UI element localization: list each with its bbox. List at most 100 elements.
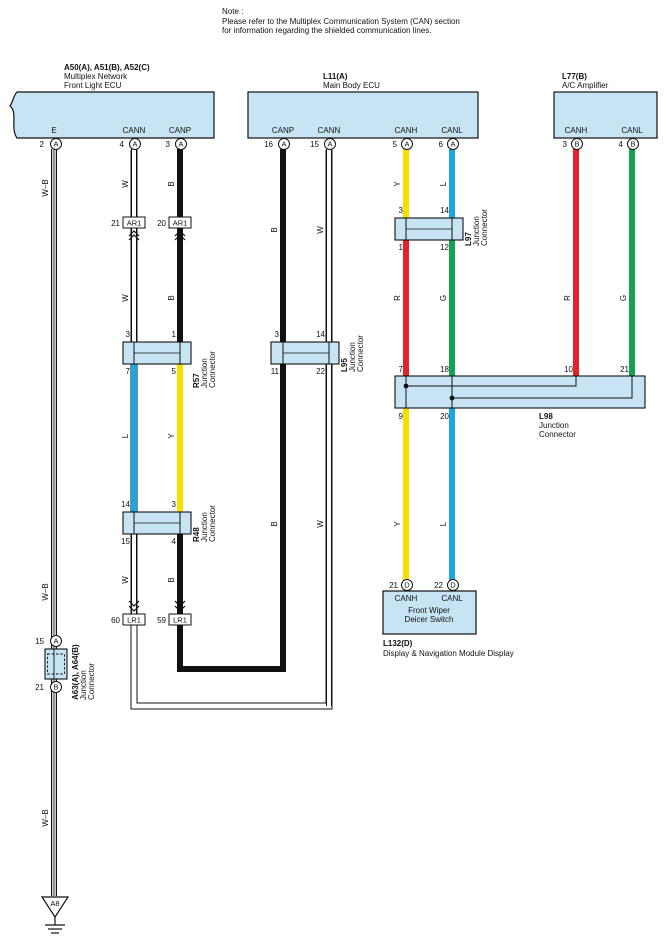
- pin-number: 59: [157, 616, 166, 625]
- junction-code-r48: R48: [192, 527, 201, 542]
- wire-code-l: L: [439, 181, 448, 186]
- wire-code-g: G: [439, 295, 448, 301]
- display-code: L132(D): [383, 639, 413, 648]
- pin-number: 3: [166, 140, 171, 149]
- junction-r48: 14 3 15 4 R48 Junction Connector: [121, 500, 217, 546]
- junction-code-l97: L97: [464, 232, 473, 246]
- junction-label-2: Connector: [480, 209, 489, 246]
- wire-code-wb: W–B: [41, 179, 50, 196]
- front-light-ecu-code: A50(A), A51(B), A52(C): [64, 63, 150, 72]
- pin-letter: A: [450, 140, 455, 149]
- pin-letter: A: [178, 140, 183, 149]
- pin-number: 20: [157, 219, 166, 228]
- junction-label-1: Junction: [200, 358, 209, 388]
- pin-letter: A: [281, 140, 286, 149]
- wire-code-w: W: [316, 520, 325, 528]
- pin-number: 5: [393, 140, 398, 149]
- connector-label-ar1: AR1: [127, 219, 142, 228]
- pin-number: 3: [399, 206, 404, 215]
- note-title: Note :: [222, 7, 243, 16]
- pin-number: 3: [563, 140, 568, 149]
- pin-number: 15: [35, 637, 44, 646]
- pin-letter: A: [132, 140, 137, 149]
- pin-name-canh-wiper: CANH: [395, 594, 418, 603]
- pin-number: 1: [172, 330, 177, 339]
- pin-letter: B: [53, 683, 58, 692]
- junction-code-l98: L98: [539, 412, 553, 421]
- pin-name-canl-main: CANL: [441, 126, 463, 135]
- junction-label-2: Connector: [539, 430, 576, 439]
- wire-code-g: G: [619, 295, 628, 301]
- pin-letter: A: [53, 637, 58, 646]
- wire-code-l: L: [439, 521, 448, 526]
- junction-label-2: Connector: [208, 351, 217, 388]
- pin-number: 2: [40, 140, 45, 149]
- pin-number: 21: [111, 219, 120, 228]
- junction-code-l95: L95: [340, 358, 349, 372]
- wire-code-wb: W–B: [41, 809, 50, 826]
- wiper-switch: 21 D 22 D CANH CANL Front Wiper Deicer S…: [382, 579, 514, 658]
- wire-code-b: B: [167, 295, 176, 300]
- junction-label-1: Junction: [539, 421, 569, 430]
- junction-label-2: Connector: [208, 505, 217, 542]
- wiper-switch-name-1: Front Wiper: [408, 606, 450, 615]
- connector-label-lr1: LR1: [173, 616, 187, 625]
- pin-name-canh-main: CANH: [395, 126, 418, 135]
- note-line-1: Please refer to the Multiplex Communicat…: [222, 17, 460, 26]
- pin-number: 4: [120, 140, 125, 149]
- pin-number: 4: [172, 537, 177, 546]
- main-body-ecu-name: Main Body ECU: [323, 81, 380, 90]
- front-light-ecu-name-2: Front Light ECU: [64, 81, 122, 90]
- pin-number: 11: [271, 367, 280, 376]
- pin-number: 14: [121, 500, 130, 509]
- connector-label-lr1: LR1: [127, 616, 141, 625]
- junction-r57: 3 1 7 5 R57 Junction Connector: [122, 330, 217, 388]
- pin-number: 3: [126, 330, 131, 339]
- lr1-connector: 60 LR1 59 LR1: [111, 600, 192, 626]
- shield-lines: [130, 150, 333, 710]
- main-body-ecu: L11(A) Main Body ECU CANP CANN CANH CANL: [247, 72, 479, 139]
- pin-number: 22: [316, 367, 325, 376]
- ac-amplifier-name: A/C Amplifier: [562, 81, 609, 90]
- junction-label-2: Connector: [87, 663, 96, 700]
- pin-number: 6: [439, 140, 444, 149]
- pin-letter: B: [574, 140, 579, 149]
- pin-name-canp-left: CANP: [169, 126, 191, 135]
- wire-code-r: R: [393, 295, 402, 301]
- wire-code-b: B: [270, 521, 279, 526]
- pin-name-cann-main: CANN: [318, 126, 341, 135]
- pin-letter: A: [53, 140, 58, 149]
- pin-number: 9: [399, 412, 404, 421]
- ground-label: A8: [50, 899, 59, 908]
- junction-label-1: Junction: [472, 216, 481, 246]
- junction-code-a63: A63(A), A64(B): [71, 644, 80, 700]
- junction-l95: 3 14 11 22 L95 Junction Connector: [270, 330, 365, 376]
- wire-code-y: Y: [393, 181, 402, 187]
- wiper-switch-name-2: Deicer Switch: [405, 615, 454, 624]
- front-light-ecu: A50(A), A51(B), A52(C) Multiplex Network…: [9, 63, 215, 139]
- wire-code-wb: W–B: [41, 583, 50, 600]
- wire-code-w: W: [121, 294, 130, 302]
- note: Note : Please refer to the Multiplex Com…: [222, 7, 460, 35]
- pin-number: 20: [440, 412, 449, 421]
- junction-label-2: Connector: [356, 335, 365, 372]
- pin-letter: A: [327, 140, 332, 149]
- wire-code-y: Y: [393, 521, 402, 527]
- wire-code-w: W: [316, 226, 325, 234]
- junction-label-1: Junction: [79, 670, 88, 700]
- pin-number: 21: [620, 365, 629, 374]
- pin-letter: A: [404, 140, 409, 149]
- wire-code-r: R: [563, 295, 572, 301]
- pin-number: 12: [440, 243, 449, 252]
- display-name: Display & Navigation Module Display: [383, 649, 514, 658]
- ac-amplifier: L77(B) A/C Amplifier CANH CANL: [553, 72, 658, 139]
- pin-number: 18: [440, 365, 449, 374]
- pin-number: 15: [121, 537, 130, 546]
- pin-letter: D: [404, 581, 410, 590]
- junction-label-1: Junction: [200, 512, 209, 542]
- connector-label-ar1: AR1: [173, 219, 188, 228]
- wire-code-labels: W–B W–B W–B W B W B L Y W B B W B W Y L …: [41, 179, 628, 826]
- pin-number: 10: [564, 365, 573, 374]
- pin-number: 4: [619, 140, 624, 149]
